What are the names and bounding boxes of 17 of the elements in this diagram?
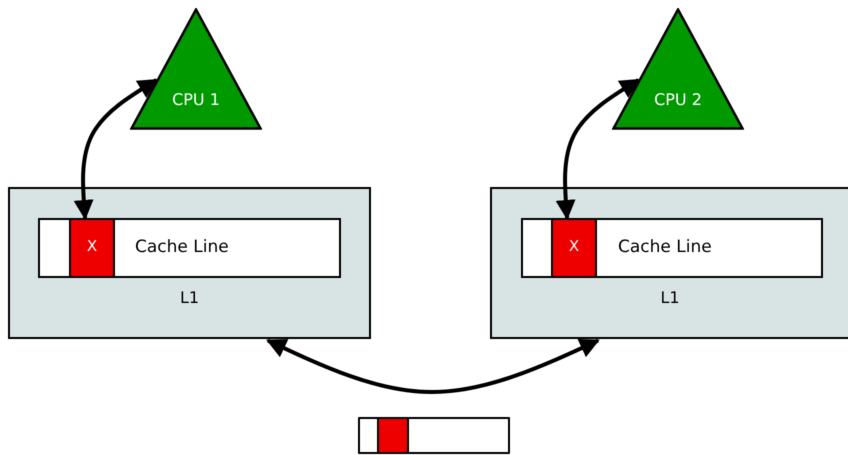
cpu-label: CPU 1 xyxy=(171,90,221,109)
data-label: X xyxy=(86,237,98,255)
cache-line-label: Cache Line xyxy=(618,237,713,257)
double-arrow xyxy=(74,78,158,220)
double-arrow xyxy=(266,338,600,394)
double-arrow xyxy=(556,78,640,220)
cache-level-label: L1 xyxy=(659,288,681,307)
data-cell xyxy=(69,218,115,278)
data-cell xyxy=(377,417,409,454)
data-label: X xyxy=(568,237,580,255)
cache-level-label: L1 xyxy=(178,288,200,307)
cache-level-box xyxy=(490,187,848,339)
cache-line-bar xyxy=(358,417,510,454)
cache-level-box xyxy=(8,187,371,339)
cache-line-label: Cache Line xyxy=(135,237,230,257)
data-cell xyxy=(551,218,597,278)
cpu-label: CPU 2 xyxy=(653,90,703,109)
